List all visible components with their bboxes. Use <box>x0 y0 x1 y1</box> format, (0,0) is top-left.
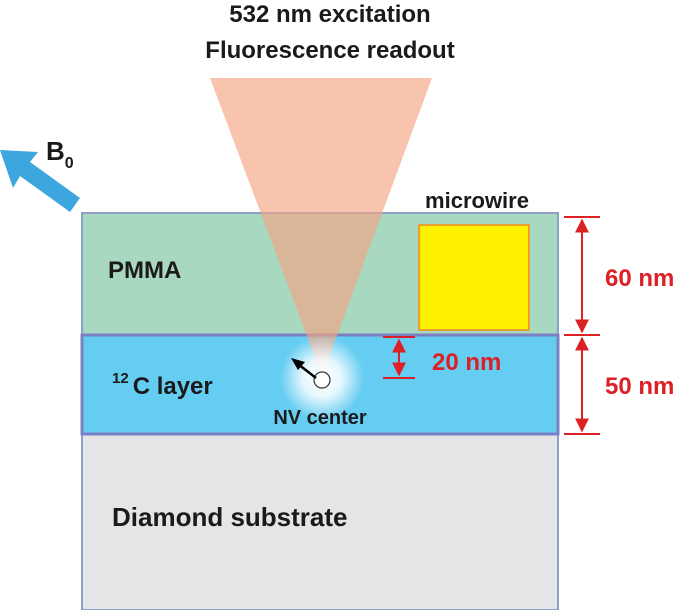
dimension-label-20nm: 20 nm <box>432 349 501 376</box>
nv-axis-arrow <box>291 358 317 379</box>
dimension-marker-20nm <box>383 336 415 379</box>
diamond-substrate-layer <box>81 433 559 610</box>
dimension-label-50nm: 50 nm <box>605 373 674 400</box>
dimension-marker-60nm <box>564 216 600 336</box>
b0-subscript: 0 <box>65 155 74 172</box>
substrate-label: Diamond substrate <box>112 502 348 532</box>
b0-field-arrow-icon <box>0 150 80 212</box>
laser-beam-cone <box>210 78 432 376</box>
microwire-block <box>418 224 530 331</box>
c12-superscript: 12 <box>112 370 129 387</box>
dimension-marker-50nm <box>564 336 600 435</box>
b0-symbol: B <box>46 136 65 166</box>
title-line-1: 532 nm excitation <box>229 1 430 28</box>
pmma-label: PMMA <box>108 257 181 284</box>
nv-center-dot <box>313 371 331 389</box>
b0-label: B0 <box>46 136 74 172</box>
nv-center-label: NV center <box>273 407 367 429</box>
microwire-label: microwire <box>425 188 529 213</box>
c12-label-text: C layer <box>133 373 213 400</box>
title-line-2: Fluorescence readout <box>205 37 454 64</box>
dimension-label-60nm: 60 nm <box>605 265 674 292</box>
